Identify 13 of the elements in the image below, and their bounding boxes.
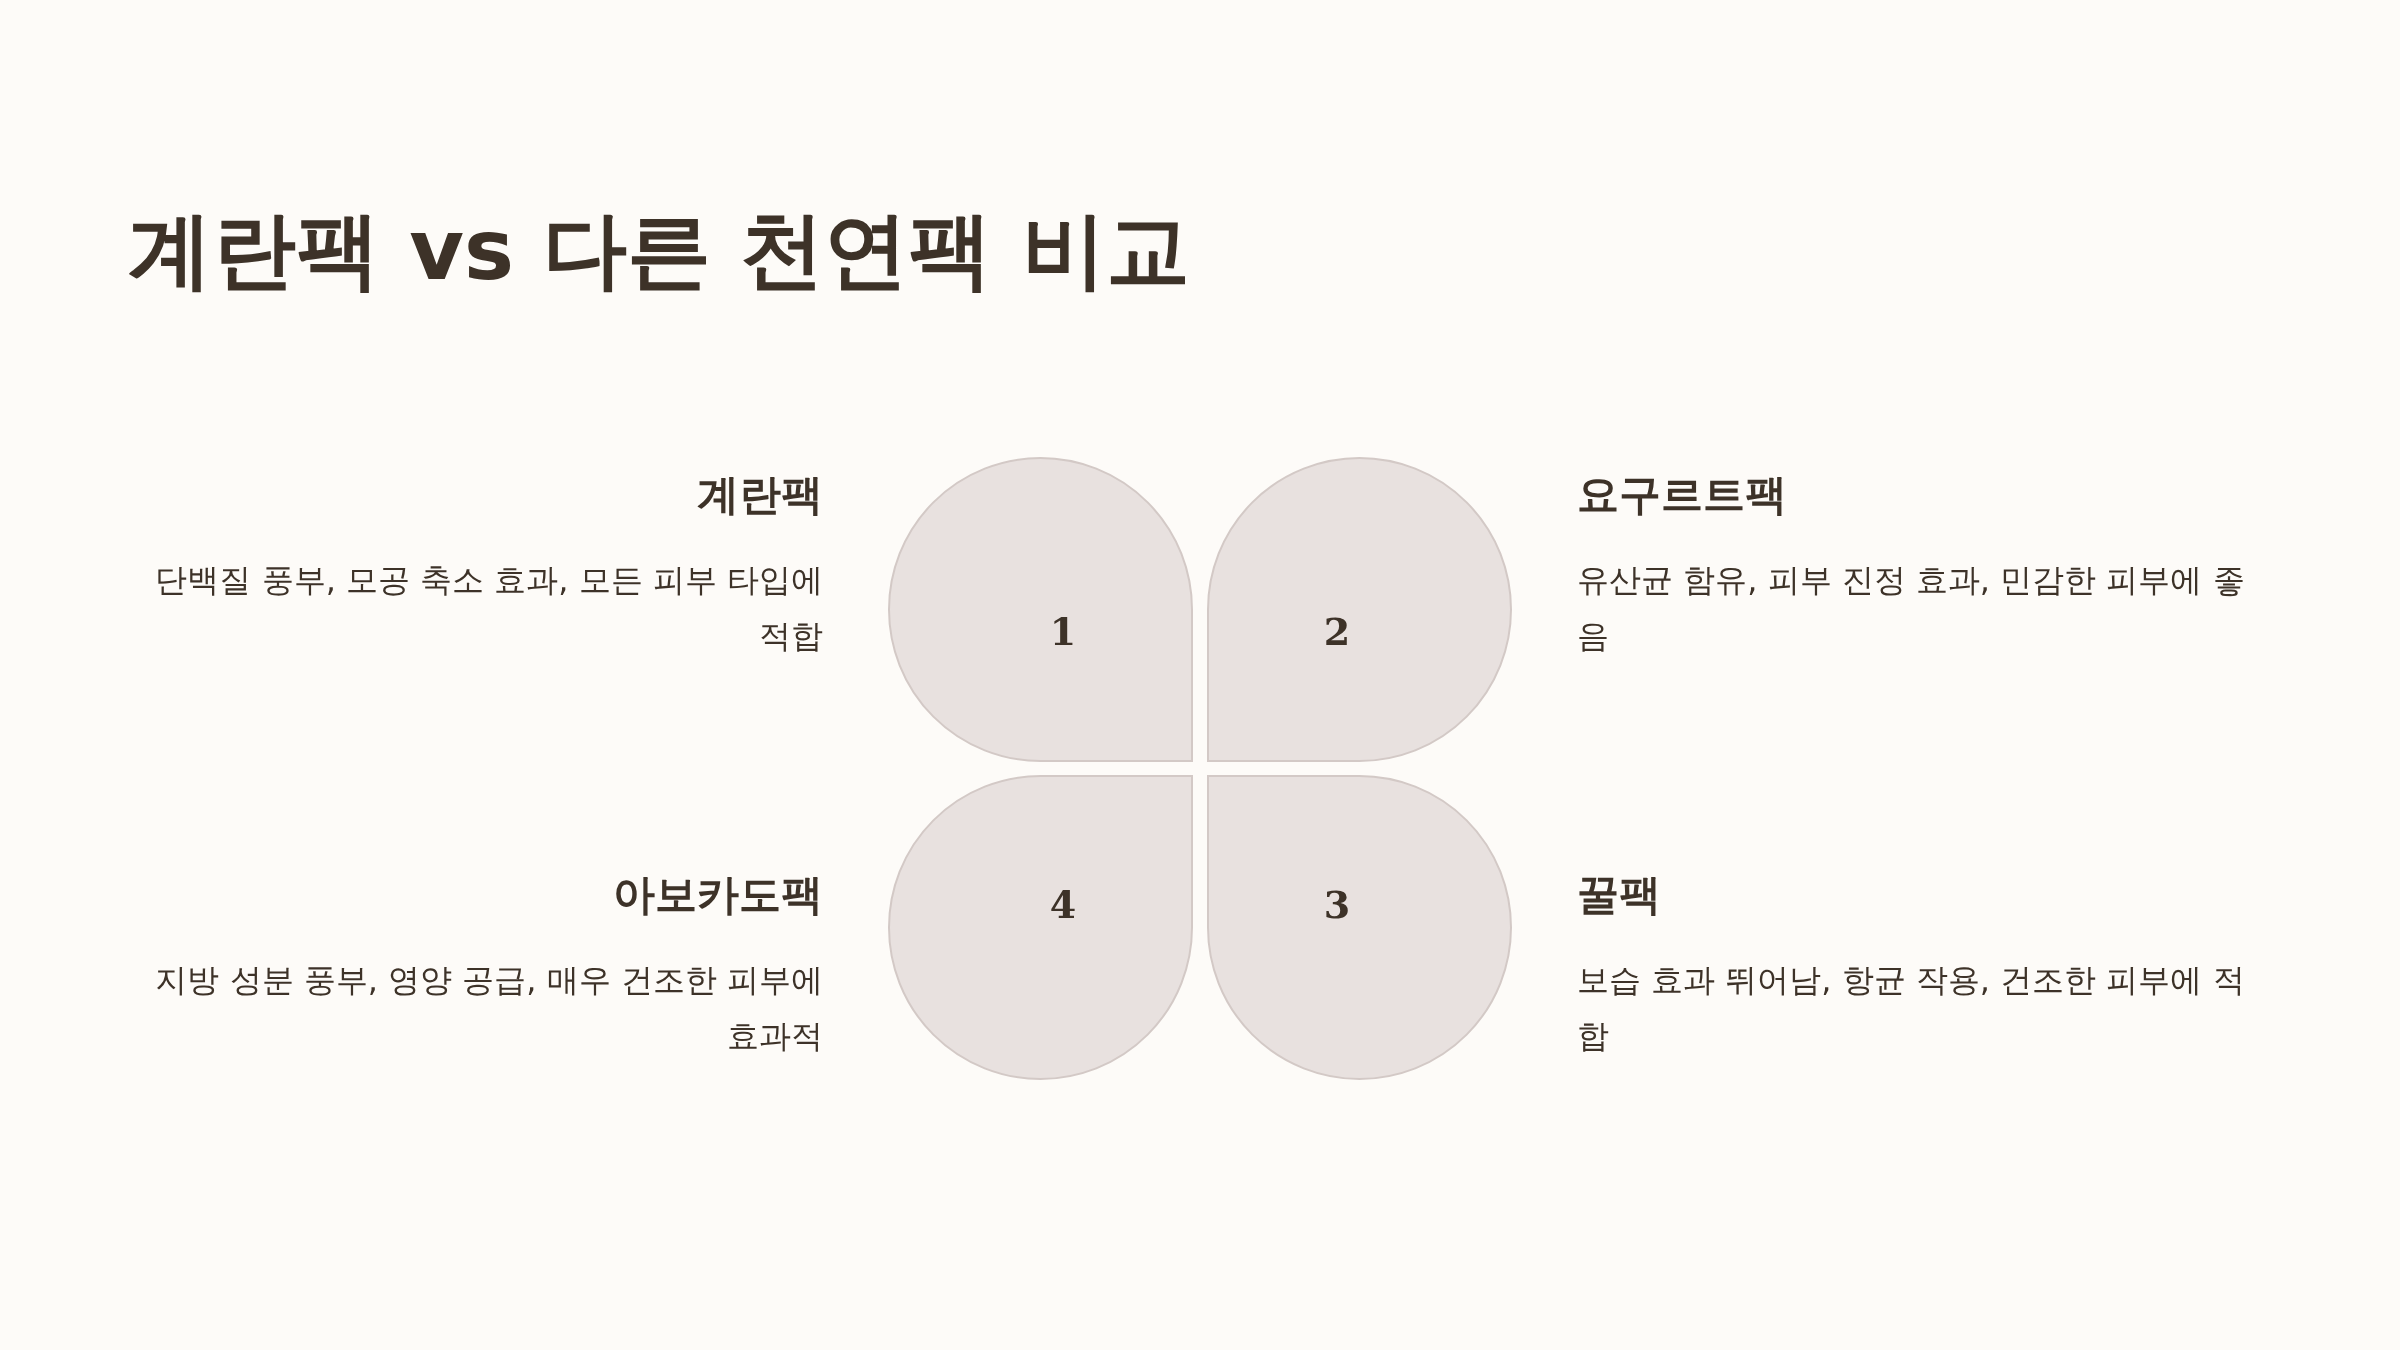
item-description: 지방 성분 풍부, 영양 공급, 매우 건조한 피부에 효과적 xyxy=(154,960,823,1057)
item-description: 유산균 함유, 피부 진정 효과, 민감한 피부에 좋음 xyxy=(1577,560,2246,657)
item-heading: 꿀팩 xyxy=(1577,870,1661,921)
petal-number: 4 xyxy=(1049,886,1077,924)
item-description: 단백질 풍부, 모공 축소 효과, 모든 피부 타입에 적합 xyxy=(154,560,823,657)
title: 계란팩 vs 다른 천연팩 비교 xyxy=(128,200,1190,301)
item-description: 보습 효과 뛰어남, 항균 작용, 건조한 피부에 적합 xyxy=(1577,960,2246,1057)
item-heading: 아보카도팩 xyxy=(613,870,823,921)
petal-number: 3 xyxy=(1323,886,1351,924)
item-heading: 계란팩 xyxy=(697,470,823,521)
petal-number: 1 xyxy=(1049,613,1077,651)
petal-number: 2 xyxy=(1323,613,1351,651)
item-heading: 요구르트팩 xyxy=(1577,470,1787,521)
